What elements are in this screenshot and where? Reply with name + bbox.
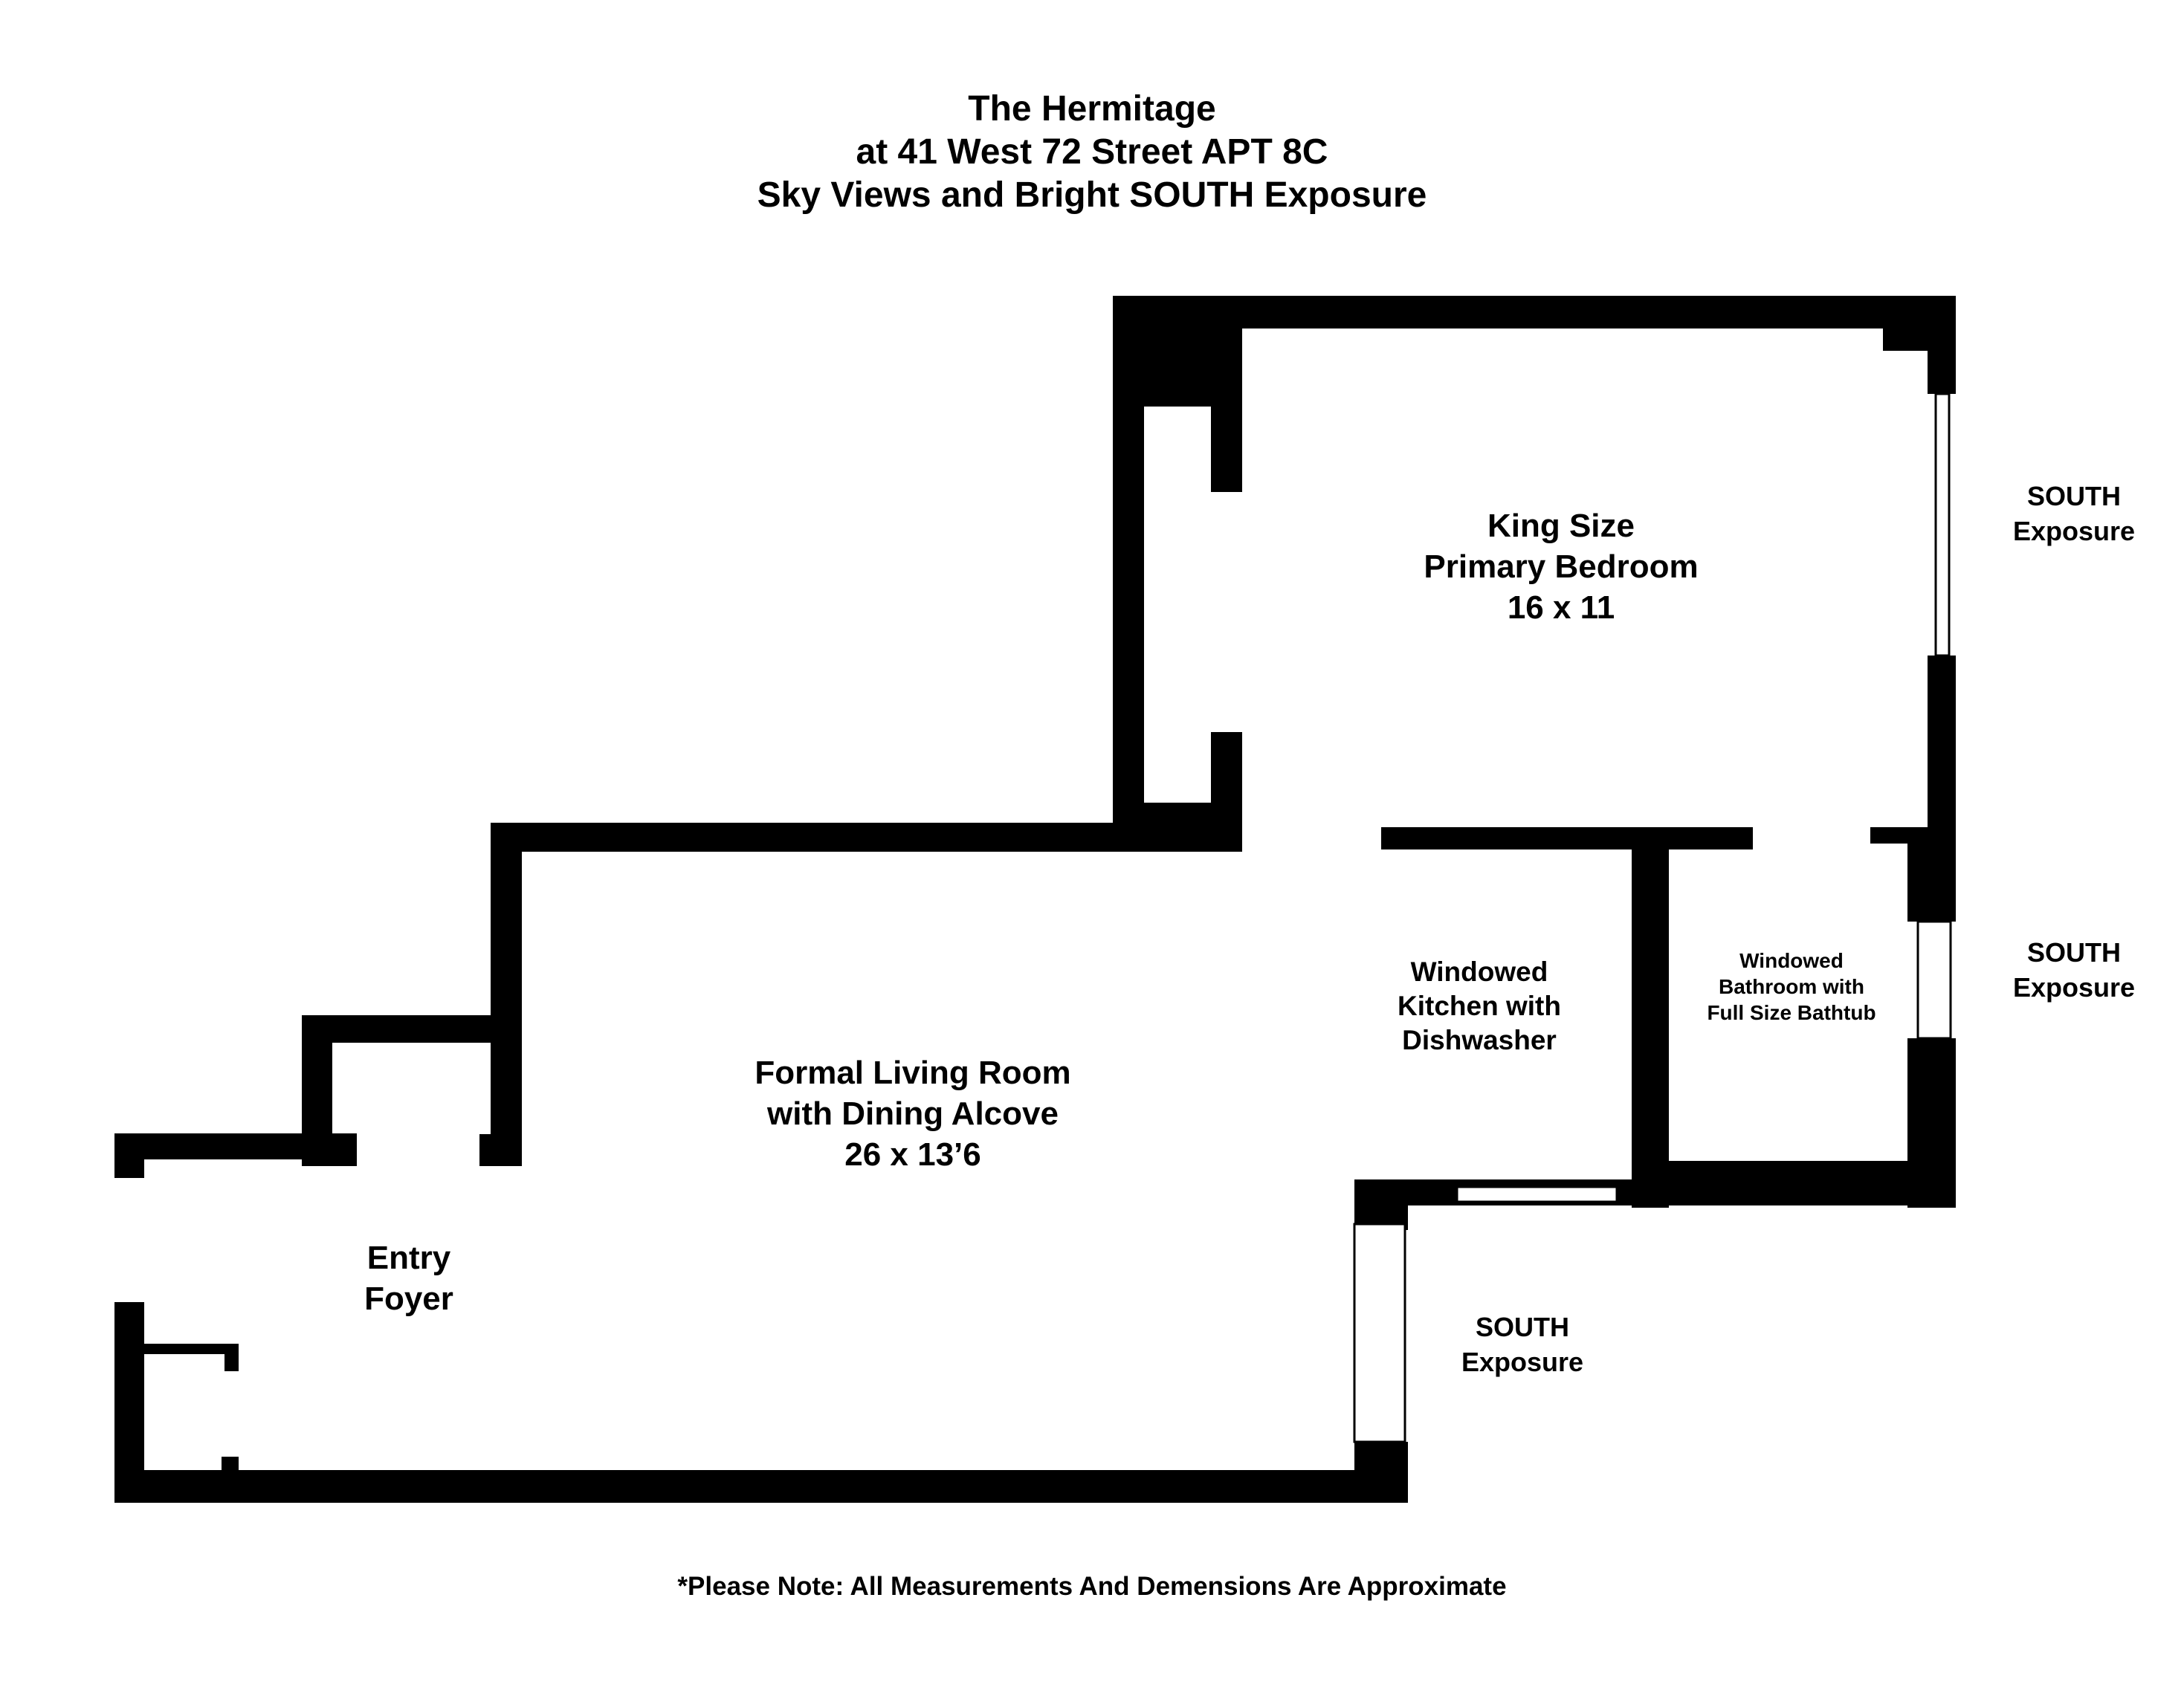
- room-label-kitchen: Windowed Kitchen with Dishwasher: [1398, 957, 1561, 1055]
- closet-left-wall: [1113, 407, 1144, 808]
- foyer-closet-jamb: [224, 1344, 239, 1371]
- bath-bottom-wall: [1632, 1161, 1956, 1205]
- kitchen-top-wall: [1381, 827, 1753, 849]
- measurement-disclaimer: *Please Note: All Measurements And Demen…: [677, 1572, 1507, 1601]
- bedroom-top-wall: [1113, 296, 1956, 328]
- building-address: at 41 West 72 Street APT 8C: [856, 132, 1328, 172]
- bathroom-window: [1916, 920, 1952, 1040]
- exposure-label-bedroom: SOUTH Exposure: [2012, 481, 2136, 546]
- bedroom-right-wall-upper: [1928, 296, 1956, 394]
- foyer-corner-bottom: [114, 1302, 144, 1503]
- living-right-wall-upper: [1354, 1179, 1408, 1224]
- room-label-living: Formal Living Room with Dining Alcove 26…: [755, 1055, 1071, 1173]
- bedroom-door-gap: [1242, 827, 1381, 849]
- listing-tagline: Sky Views and Bright SOUTH Exposure: [757, 175, 1427, 215]
- bedroom-right-wall-lower: [1928, 656, 1956, 834]
- room-label-bedroom: King Size Primary Bedroom 16 x 11: [1424, 508, 1699, 626]
- living-window: [1353, 1223, 1406, 1443]
- kitchen-bath-divider: [1632, 827, 1669, 1208]
- foyer-closet-top: [144, 1344, 239, 1354]
- room-label-foyer: Entry Foyer: [364, 1240, 453, 1317]
- floorplan-title: The Hermitage at 41 West 72 Street APT 8…: [0, 88, 2184, 217]
- bath-door-gap: [1753, 827, 1870, 844]
- windows: [1353, 392, 1952, 1443]
- living-left-stub: [479, 1134, 522, 1166]
- living-left-wall: [491, 823, 522, 1166]
- closet-upper-pier: [1211, 407, 1242, 492]
- bedroom-left-block: [1113, 328, 1242, 407]
- exposure-label-living: SOUTH Exposure: [1461, 1312, 1584, 1377]
- bedroom-window: [1934, 392, 1951, 657]
- building-name: The Hermitage: [968, 89, 1216, 129]
- foyer-closet-bottom-jamb: [222, 1457, 239, 1472]
- foyer-vestibule-top: [302, 1015, 522, 1043]
- door-openings: [1242, 827, 1870, 849]
- bedroom-corner-notch: [1883, 328, 1928, 351]
- foyer-corner-top: [114, 1133, 144, 1178]
- living-bottom-wall: [114, 1470, 1408, 1503]
- bath-right-wall-upper: [1907, 834, 1956, 922]
- foyer-top-wall: [114, 1133, 357, 1159]
- closet-lower-pier: [1211, 732, 1242, 803]
- exposure-label-bathroom: SOUTH Exposure: [2012, 937, 2136, 1003]
- room-label-bathroom: Windowed Bathroom with Full Size Bathtub: [1707, 949, 1876, 1024]
- kitchen-window: [1456, 1185, 1618, 1203]
- walls: [114, 296, 1956, 1503]
- living-top-wall: [491, 823, 1242, 852]
